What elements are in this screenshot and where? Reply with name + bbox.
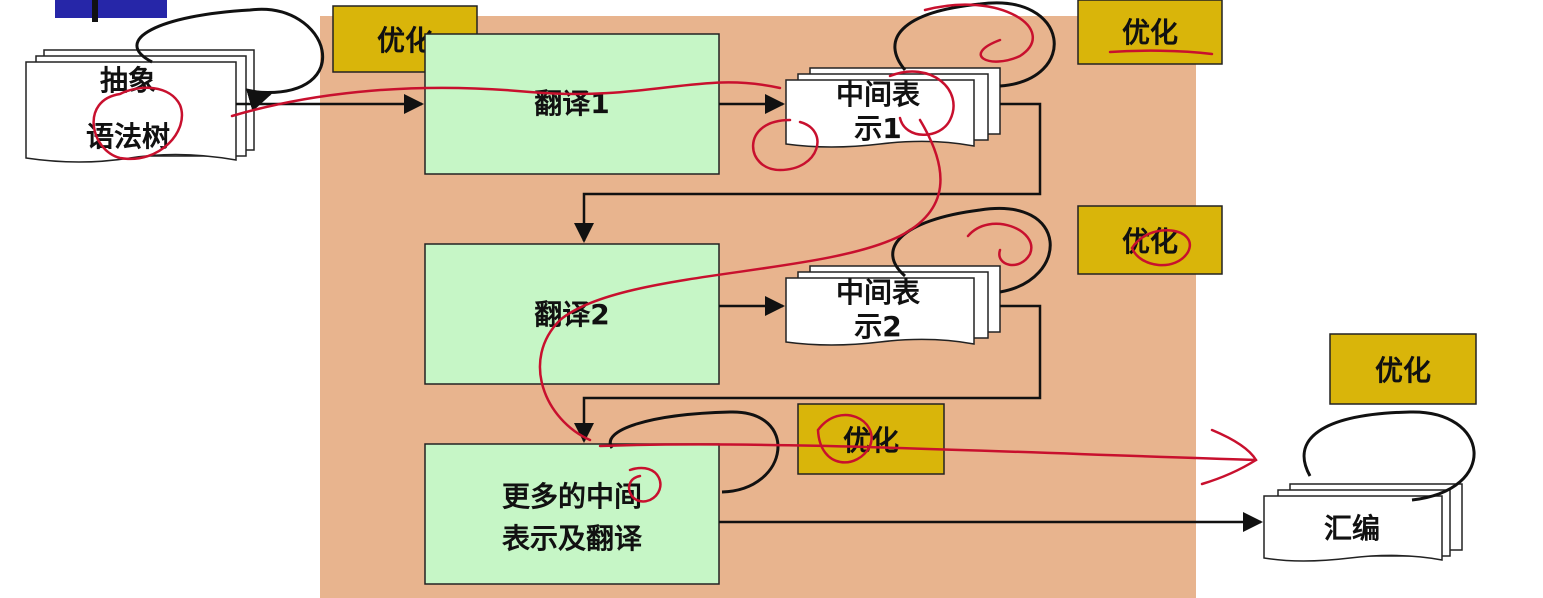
optimize-box-ir1: 优化 [1077,0,1223,65]
more-label-line1: 更多的中间 [502,480,642,513]
ast-label-line2: 语法树 [86,120,170,153]
ir1-label-line2: 示1 [854,112,901,145]
optimize-label: 优化 [1375,354,1431,387]
optimize-box-asm: 优化 [1329,333,1477,405]
red-annotations [92,3,1258,503]
optimize-box-ast: 优化 [332,5,478,73]
more-label-line2: 表示及翻译 [502,522,643,555]
flow-arrows [236,94,1263,532]
more-translation-box: 更多的中间 表示及翻译 [424,443,720,585]
optimize-label: 优化 [377,24,433,57]
assembly-label: 汇编 [1324,512,1380,545]
translate2-label: 翻译2 [534,298,609,331]
corner-mark [55,0,167,18]
optimize-label: 优化 [1122,16,1178,49]
ast-label-line1: 抽象 [100,64,156,97]
ast-document: 抽象 语法树 [25,49,255,163]
ir1-document: 中间表 示1 [785,67,1001,148]
assembly-document: 汇编 [1263,483,1463,562]
ir1-label-line1: 中间表 [836,78,920,111]
translate1-box: 翻译1 [424,33,720,175]
ir2-document: 中间表 示2 [785,265,1001,346]
translate2-box: 翻译2 [424,243,720,385]
ir2-label-line1: 中间表 [836,276,920,309]
optimize-loops [135,1,1476,502]
ir2-label-line2: 示2 [854,310,901,343]
